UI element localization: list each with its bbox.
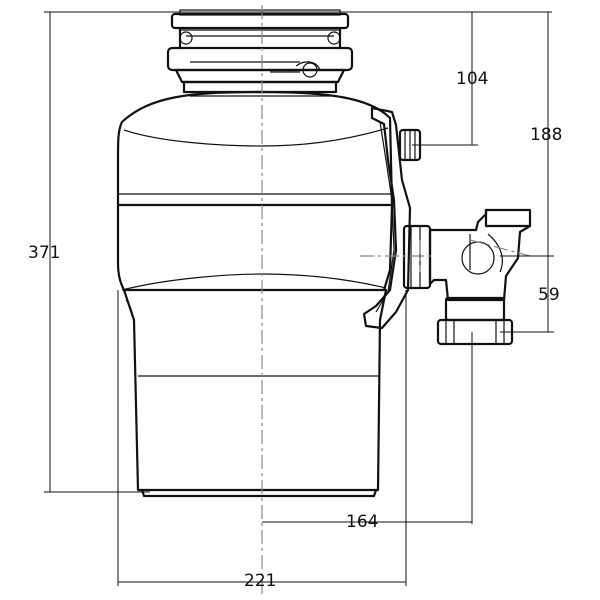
dim-top-to-inlet: 104 — [456, 69, 488, 89]
discharge-outlet — [402, 208, 532, 346]
disposer-body — [116, 90, 394, 498]
dim-top-to-outlet: 188 — [530, 125, 562, 145]
dimension-lines — [44, 11, 554, 586]
dim-body-width: 221 — [244, 571, 276, 591]
dim-outlet-drop: 59 — [538, 285, 560, 305]
center-lines — [261, 5, 531, 596]
dim-overall-height: 371 — [28, 243, 60, 263]
dim-center-to-outlet: 164 — [346, 512, 378, 532]
mounting-collar — [166, 9, 354, 97]
side-bracket — [362, 106, 412, 330]
